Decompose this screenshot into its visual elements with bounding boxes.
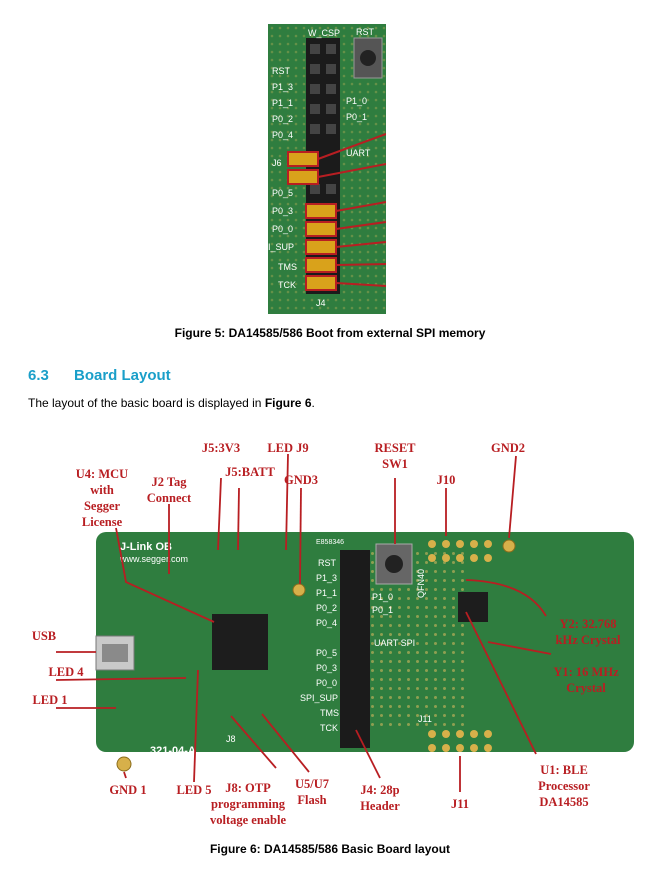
silk-segger: www.segger.com bbox=[119, 554, 188, 564]
silk-p0-2: P0_2 bbox=[316, 603, 337, 613]
fig5-p0-1: P0_1 bbox=[346, 112, 367, 122]
label-reset-2: SW1 bbox=[382, 457, 408, 471]
label-u5-2: Flash bbox=[297, 793, 326, 807]
silk-p1-3: P1_3 bbox=[316, 573, 337, 583]
fig5-p0-2: P0_2 bbox=[272, 114, 293, 124]
silk-qfn40: QFN40 bbox=[416, 569, 426, 598]
label-u1-3: DA14585 bbox=[539, 795, 588, 809]
label-u1-2: Processor bbox=[538, 779, 590, 793]
fig5-p1-1: P1_1 bbox=[272, 98, 293, 108]
label-y2-1: Y2: 32.768 bbox=[560, 617, 617, 631]
label-j8-2: programming bbox=[211, 797, 286, 811]
fig5-uart: UART bbox=[346, 148, 371, 158]
fig5-tck: TCK bbox=[278, 280, 296, 290]
fig5-tms: TMS bbox=[278, 262, 297, 272]
figure-6-board-diagram: J-Link OB www.segger.com E858346 RST P1_… bbox=[32, 441, 634, 827]
label-gnd3: GND3 bbox=[284, 473, 318, 487]
label-u4-4: License bbox=[82, 515, 123, 529]
label-y1-1: Y1: 16 MHz bbox=[553, 665, 619, 679]
silk-p0-1: P0_1 bbox=[372, 605, 393, 615]
intro-text: The layout of the basic board is display… bbox=[28, 396, 265, 410]
label-reset-1: RESET bbox=[375, 441, 417, 455]
intro-end: . bbox=[311, 396, 315, 410]
silk-uart-spi: UART SPI bbox=[374, 638, 415, 648]
silk-p1-1: P1_1 bbox=[316, 588, 337, 598]
label-u1-1: U1: BLE bbox=[540, 763, 588, 777]
label-led1: LED 1 bbox=[32, 693, 67, 707]
silk-p0-5: P0_5 bbox=[316, 648, 337, 658]
silk-p0-4: P0_4 bbox=[316, 618, 337, 628]
label-j11: J11 bbox=[451, 797, 469, 811]
label-gnd2: GND2 bbox=[491, 441, 525, 455]
label-j5-batt: J5:BATT bbox=[225, 465, 275, 479]
label-j10: J10 bbox=[437, 473, 456, 487]
label-y2-2: kHz Crystal bbox=[556, 633, 621, 647]
fig5-j4: J4 bbox=[316, 298, 326, 308]
label-j8-1: J8: OTP bbox=[225, 781, 271, 795]
fig5-rst-top: RST bbox=[356, 27, 375, 37]
silk-serial: E858346 bbox=[316, 539, 344, 546]
label-y1-2: Crystal bbox=[566, 681, 606, 695]
label-led5: LED 5 bbox=[176, 783, 211, 797]
label-u4-1: U4: MCU bbox=[76, 467, 128, 481]
fig5-rst: RST bbox=[272, 66, 291, 76]
fig5-p0-4: P0_4 bbox=[272, 130, 293, 140]
fig5-i-sup: I_SUP bbox=[268, 242, 294, 252]
header-j4 bbox=[340, 550, 370, 748]
label-j2-1: J2 Tag bbox=[151, 475, 187, 489]
silk-j11: J11 bbox=[418, 714, 432, 724]
figure-5-photo: W_CSP RST RST P1_3 P1_1 P0_2 P0_4 J6 P0_… bbox=[268, 24, 386, 314]
figure-5-caption: Figure 5: DA14585/586 Boot from external… bbox=[174, 326, 486, 340]
label-led4: LED 4 bbox=[48, 665, 84, 679]
silk-j8: J8 bbox=[226, 734, 236, 744]
silk-spi-sup: SPI_SUP bbox=[300, 693, 338, 703]
silk-part-number: 321-04-A bbox=[150, 745, 196, 757]
silk-p0-3: P0_3 bbox=[316, 663, 337, 673]
silk-jlink: J-Link OB bbox=[120, 541, 172, 553]
section-heading: 6.3 Board Layout bbox=[28, 367, 171, 384]
section-body-text: The layout of the basic board is display… bbox=[28, 396, 315, 410]
label-j4-1: J4: 28p bbox=[360, 783, 399, 797]
label-j5-3v3: J5:3V3 bbox=[202, 441, 240, 455]
fig5-p1-3: P1_3 bbox=[272, 82, 293, 92]
figure-6-caption: Figure 6: DA14585/586 Basic Board layout bbox=[209, 842, 451, 856]
ble-chip bbox=[458, 592, 488, 622]
label-u4-3: Segger bbox=[84, 499, 121, 513]
fig5-w-csp: W_CSP bbox=[308, 28, 340, 38]
label-u5-1: U5/U7 bbox=[295, 777, 329, 791]
section-title: Board Layout bbox=[74, 367, 171, 384]
fig5-p0-5: P0_5 bbox=[272, 188, 293, 198]
label-j8-3: voltage enable bbox=[210, 813, 286, 827]
label-gnd1: GND 1 bbox=[109, 783, 146, 797]
fig5-j6: J6 bbox=[272, 158, 282, 168]
silk-p0-0: P0_0 bbox=[316, 678, 337, 688]
label-j4-2: Header bbox=[360, 799, 400, 813]
silk-tms: TMS bbox=[320, 708, 339, 718]
section-number: 6.3 bbox=[28, 367, 49, 384]
silk-tck: TCK bbox=[320, 723, 338, 733]
label-j2-2: Connect bbox=[147, 491, 192, 505]
fig5-p1-0: P1_0 bbox=[346, 96, 367, 106]
fig5-p0-3: P0_3 bbox=[272, 206, 293, 216]
mcu-chip bbox=[212, 614, 268, 670]
silk-rst: RST bbox=[318, 558, 337, 568]
label-led-j9: LED J9 bbox=[267, 441, 308, 455]
silk-p1-0: P1_0 bbox=[372, 592, 393, 602]
label-u4-2: with bbox=[90, 483, 114, 497]
label-usb: USB bbox=[32, 629, 56, 643]
fig5-p0-0: P0_0 bbox=[272, 224, 293, 234]
figure-6-reference[interactable]: Figure 6 bbox=[264, 396, 312, 410]
